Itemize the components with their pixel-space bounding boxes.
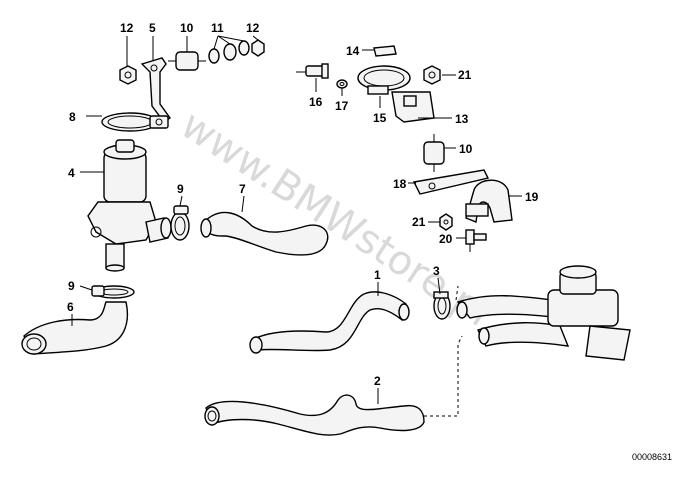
hose-clamp-9-upper[interactable] [170, 205, 190, 241]
bracket-5[interactable] [140, 57, 171, 123]
callout-10-right[interactable]: 10 [459, 142, 473, 156]
connection-line-valve [455, 285, 459, 301]
callout-21-top[interactable]: 21 [458, 68, 472, 82]
diagram-code: 00008631 [632, 452, 672, 462]
connection-line-hose2 [424, 335, 463, 417]
bracket-18[interactable] [412, 169, 490, 195]
callout-15[interactable]: 15 [373, 111, 387, 125]
clip-14[interactable] [373, 45, 397, 57]
hose-clamp-3[interactable] [433, 291, 451, 320]
callout-1[interactable]: 1 [374, 268, 381, 282]
callout-12-left[interactable]: 12 [120, 21, 134, 35]
callout-9-lower[interactable]: 9 [68, 279, 75, 293]
callout-16[interactable]: 16 [309, 95, 323, 109]
callout-2[interactable]: 2 [374, 374, 381, 388]
water-hose-7[interactable] [200, 211, 329, 256]
callout-4[interactable]: 4 [68, 166, 75, 180]
strap-clamp-15[interactable] [357, 65, 411, 95]
bracket-13[interactable] [391, 91, 435, 123]
bolt-16[interactable] [296, 63, 329, 79]
callout-10-top[interactable]: 10 [180, 21, 194, 35]
rubber-mount-10-right[interactable] [423, 134, 445, 172]
rubber-holder-19[interactable] [465, 179, 513, 223]
nut-21-lower[interactable] [439, 213, 453, 231]
callout-17[interactable]: 17 [335, 99, 349, 113]
callout-11[interactable]: 11 [211, 21, 224, 35]
hose-clamp-9-lower[interactable] [91, 285, 135, 299]
callout-13[interactable]: 13 [455, 112, 469, 126]
callout-18[interactable]: 18 [393, 177, 407, 191]
callout-3[interactable]: 3 [433, 264, 440, 278]
callout-12-right[interactable]: 12 [246, 21, 260, 35]
auxiliary-water-pump-4[interactable] [87, 139, 172, 272]
water-hose-2[interactable] [204, 394, 425, 436]
water-valve-assembly[interactable] [456, 265, 631, 361]
callout-21-lower[interactable]: 21 [412, 215, 426, 229]
hose-clamp-8[interactable] [101, 112, 169, 132]
bolt-20[interactable] [465, 229, 487, 252]
rubber-mount-10-top[interactable] [168, 51, 206, 71]
callout-7[interactable]: 7 [239, 182, 246, 196]
callout-labels: 12 5 10 11 12 14 21 16 17 15 13 8 10 4 1… [67, 21, 539, 388]
washer-17[interactable] [336, 79, 348, 89]
callout-14[interactable]: 14 [346, 44, 360, 58]
callout-20[interactable]: 20 [439, 232, 453, 246]
callout-8[interactable]: 8 [69, 110, 76, 124]
nut-12-left[interactable] [119, 65, 137, 85]
nut-12-right[interactable] [251, 39, 265, 57]
callout-6[interactable]: 6 [67, 300, 74, 314]
water-hose-1[interactable] [249, 291, 410, 354]
callout-19[interactable]: 19 [525, 190, 539, 204]
leader-lines [71, 35, 522, 404]
nut-21-top[interactable] [423, 65, 441, 85]
callout-5[interactable]: 5 [149, 21, 156, 35]
water-hose-6[interactable] [21, 301, 129, 355]
callout-9-upper[interactable]: 9 [177, 182, 184, 196]
